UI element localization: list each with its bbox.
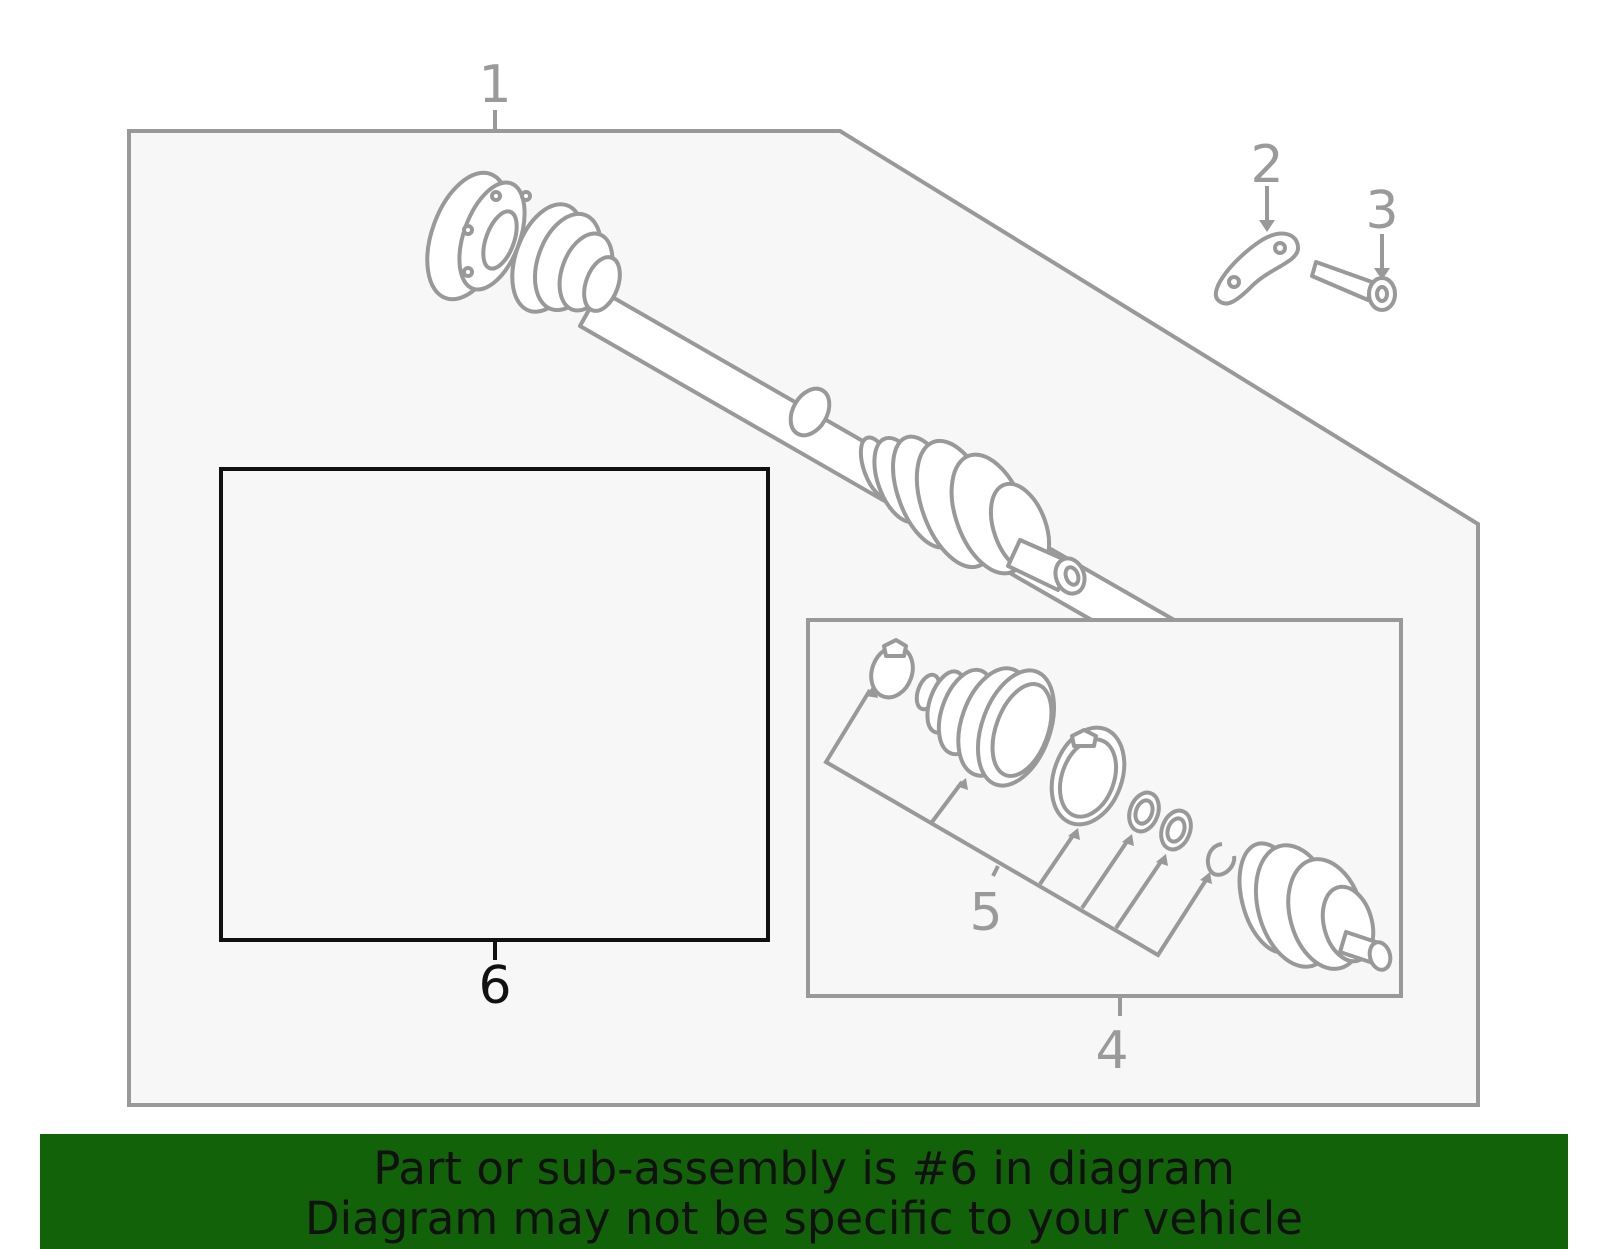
bracket-and-bolt-drawing [1214, 231, 1397, 312]
callout-5-leaders [823, 688, 1208, 958]
callout-number-4: 4 [1095, 1021, 1128, 1081]
highlight-box-part-6 [219, 467, 770, 942]
callout-5-arrowheads [866, 684, 1212, 884]
callout-number-1: 1 [478, 55, 511, 115]
callout-3-arrowhead [1374, 268, 1390, 280]
banner-line-2: Diagram may not be specific to your vehi… [305, 1192, 1303, 1245]
callout-number-5: 5 [969, 883, 1002, 943]
callout-number-6: 6 [478, 956, 511, 1016]
boot-kit-drawing [869, 638, 1393, 972]
callout-number-2: 2 [1250, 135, 1283, 195]
info-banner: Part or sub-assembly is #6 in diagram Di… [40, 1134, 1568, 1249]
callout-number-3: 3 [1365, 181, 1398, 241]
callout-2-arrowhead [1259, 220, 1275, 232]
banner-line-1: Part or sub-assembly is #6 in diagram [373, 1142, 1235, 1195]
